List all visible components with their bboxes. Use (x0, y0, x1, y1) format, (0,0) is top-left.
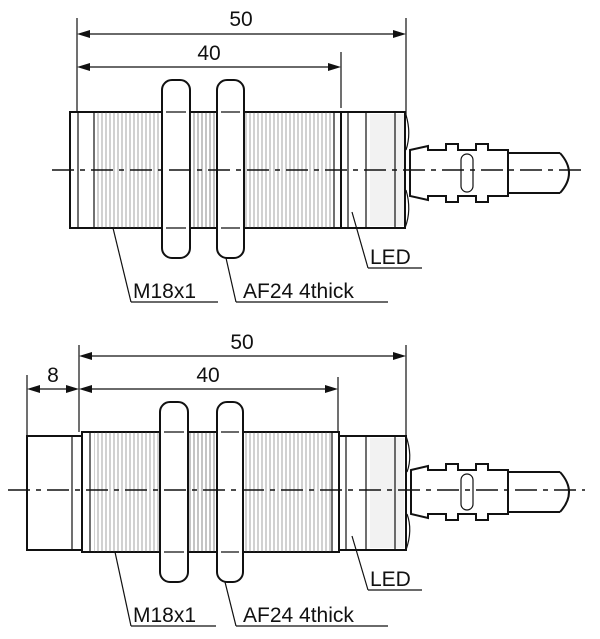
dimension-body: 40 (77, 42, 341, 71)
cable-strain-relief (410, 463, 509, 521)
nut-right (216, 401, 244, 583)
thread-between-nuts (188, 432, 217, 552)
nut-left (161, 79, 191, 259)
dim-offset-label: 8 (47, 364, 59, 387)
leader-nut: AF24 4thick (225, 257, 388, 303)
cable (508, 152, 570, 194)
dim-total-label: 50 (229, 8, 252, 31)
label-nut: AF24 4thick (243, 604, 354, 627)
dim-body-label: 40 (196, 364, 219, 387)
label-led: LED (370, 246, 411, 269)
leader-led: LED (351, 535, 422, 591)
leader-nut: AF24 4thick (224, 581, 388, 627)
sensing-face (26, 435, 83, 551)
nut-left (159, 401, 189, 583)
dimension-body: 40 (79, 364, 338, 393)
cable-strain-relief (409, 143, 509, 203)
dimension-total: 50 (77, 8, 406, 38)
label-nut: AF24 4thick (243, 280, 354, 303)
led-cap (338, 435, 411, 551)
view-bottom: 50 40 8 (8, 331, 585, 627)
dim-total-label: 50 (230, 331, 253, 354)
dim-body-label: 40 (197, 42, 220, 65)
label-thread: M18x1 (133, 604, 196, 627)
leader-thread: M18x1 (114, 551, 216, 627)
dimension-total: 50 (79, 331, 406, 360)
label-led: LED (370, 568, 411, 591)
cable (508, 471, 570, 513)
label-thread: M18x1 (133, 280, 196, 303)
nut-right (216, 79, 245, 259)
leader-thread: M18x1 (112, 227, 218, 303)
leader-led: LED (351, 211, 422, 269)
dimension-offset: 8 (27, 364, 79, 393)
view-top: 50 40 (52, 8, 585, 303)
